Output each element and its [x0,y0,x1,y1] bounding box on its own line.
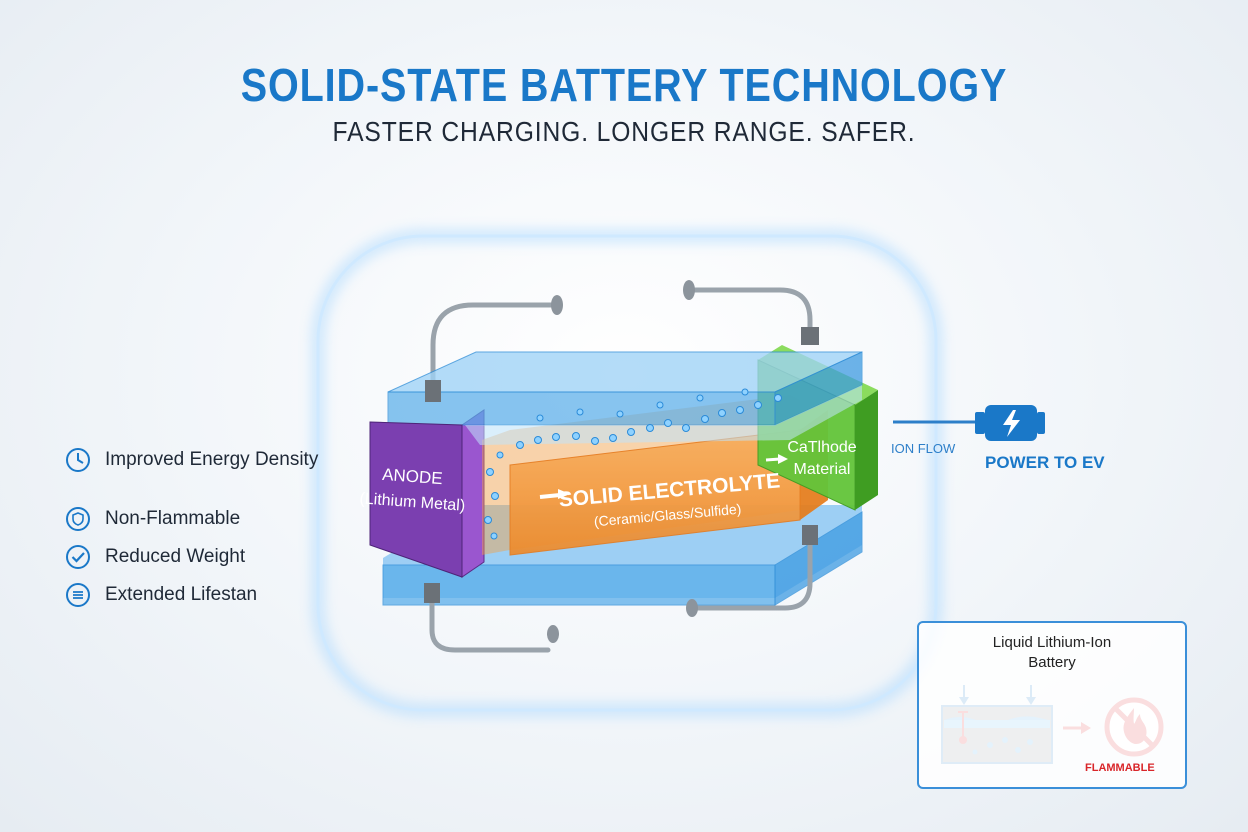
electrolyte-arrow-right [765,454,788,464]
energy-glow-frame [311,229,943,717]
list-circle-icon [64,581,92,609]
feature-label: Extended Lifestan [105,584,258,605]
ion-flow-label: ION FLOW [891,441,956,456]
comparison-title-line1: Liquid Lithium-Ion [992,634,1112,651]
feature-item: Extended Lifestan [64,581,257,609]
power-to-ev-label: POWER TO EV [985,453,1105,472]
check-circle-icon [64,543,92,571]
clock-icon [64,446,92,474]
feature-item: Non-Flammable [64,505,240,533]
comparison-box: Liquid Lithium-Ion Battery FLAMMABLE [917,621,1187,789]
electrolyte-arrow [539,489,570,499]
terminal-connector [802,525,818,545]
cathode-title: CaTlhode [787,439,856,456]
terminal-connector [425,380,441,402]
terminal-connector [424,583,440,603]
lithium-ions [484,388,782,540]
shield-icon [64,505,92,533]
anode-slab [369,421,463,578]
feature-item: Improved Energy Density [64,446,318,474]
page-title: SOLID-STATE BATTERY TECHNOLOGY [240,59,1008,111]
top-wires [430,287,813,393]
flammable-label: FLAMMABLE [1085,762,1155,774]
ev-connector-icon [975,405,1045,441]
feature-item: Reduced Weight [64,543,245,571]
terminal-cap [683,280,695,300]
comparison-title-line2: Battery [1028,654,1076,671]
terminal-connector [801,327,819,345]
feature-label: Improved Energy Density [105,449,319,470]
feature-label: Non-Flammable [105,508,241,529]
top-plate [387,351,863,445]
terminal-cap [547,625,559,643]
cathode-subtitle: Material [794,461,851,478]
bottom-plate [382,505,863,606]
comparison-title: Liquid Lithium-Ion Battery [919,633,1185,673]
terminal-cap [551,295,563,315]
feature-label: Reduced Weight [105,546,246,567]
bottom-wires [429,537,813,653]
terminal-cap [686,599,698,617]
anode-title: ANODE [382,465,444,488]
page-subtitle: FASTER CHARGING. LONGER RANGE. SAFER. [332,116,916,147]
